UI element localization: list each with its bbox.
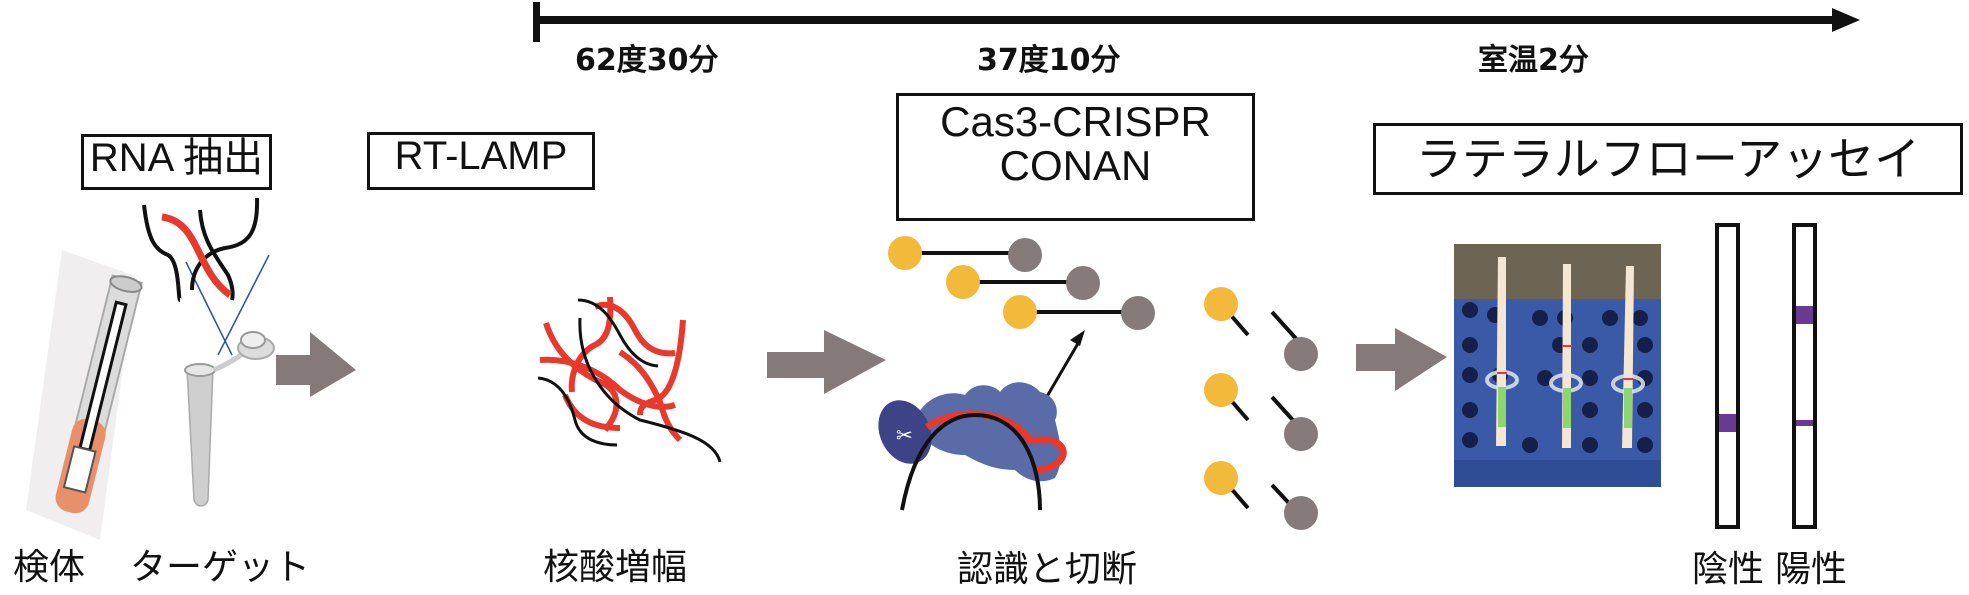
cas3-complex-icon: ✂: [878, 382, 1067, 511]
rna-strands-icon: [142, 197, 260, 302]
process-arrow-3: [1356, 328, 1447, 391]
timeline-label-cas3: 37度10分: [977, 43, 1121, 78]
control-band: [1796, 306, 1813, 324]
process-arrow-1: [276, 332, 356, 397]
test-band: [1796, 420, 1813, 426]
step-box-cas3-conan: Cas3-CRISPR CONAN: [896, 93, 1255, 221]
zoom-line-right: [217, 254, 270, 356]
lateral-flow-photo: [1454, 244, 1661, 487]
caption-recognition-cleavage: 認識と切断: [957, 549, 1138, 590]
caption-positive: 陽性: [1775, 549, 1848, 590]
caption-amplification: 核酸増幅: [543, 547, 688, 588]
sample-tube-icon: [26, 250, 143, 540]
timeline-arrow: [533, 2, 1860, 42]
timeline-label-rtlamp: 62度30分: [575, 43, 719, 78]
cas3-crispr-line: Cas3-CRISPR: [940, 98, 1211, 145]
strip-negative: [1715, 223, 1740, 529]
step-box-rt-lamp: RT-LAMP: [367, 132, 595, 190]
intact-reporters: [888, 236, 1155, 330]
caption-specimen: 検体: [13, 547, 86, 588]
cleaved-reporters: [1204, 287, 1318, 530]
step-box-lateral-flow: ラテラルフローアッセイ: [1373, 123, 1963, 195]
step-box-rna-extraction: RNA 抽出: [81, 134, 272, 190]
strip-positive: [1792, 223, 1817, 529]
control-band: [1719, 414, 1736, 432]
conan-line: CONAN: [999, 142, 1152, 190]
caption-target: ターゲット: [130, 547, 311, 588]
svg-text:✂: ✂: [896, 423, 913, 447]
microtube-icon: [184, 331, 275, 507]
caption-negative: 陰性: [1692, 549, 1765, 590]
process-arrow-2: [767, 330, 886, 394]
timeline-label-lfa: 室温2分: [1478, 43, 1589, 78]
cleave-arrow: [1040, 330, 1085, 406]
